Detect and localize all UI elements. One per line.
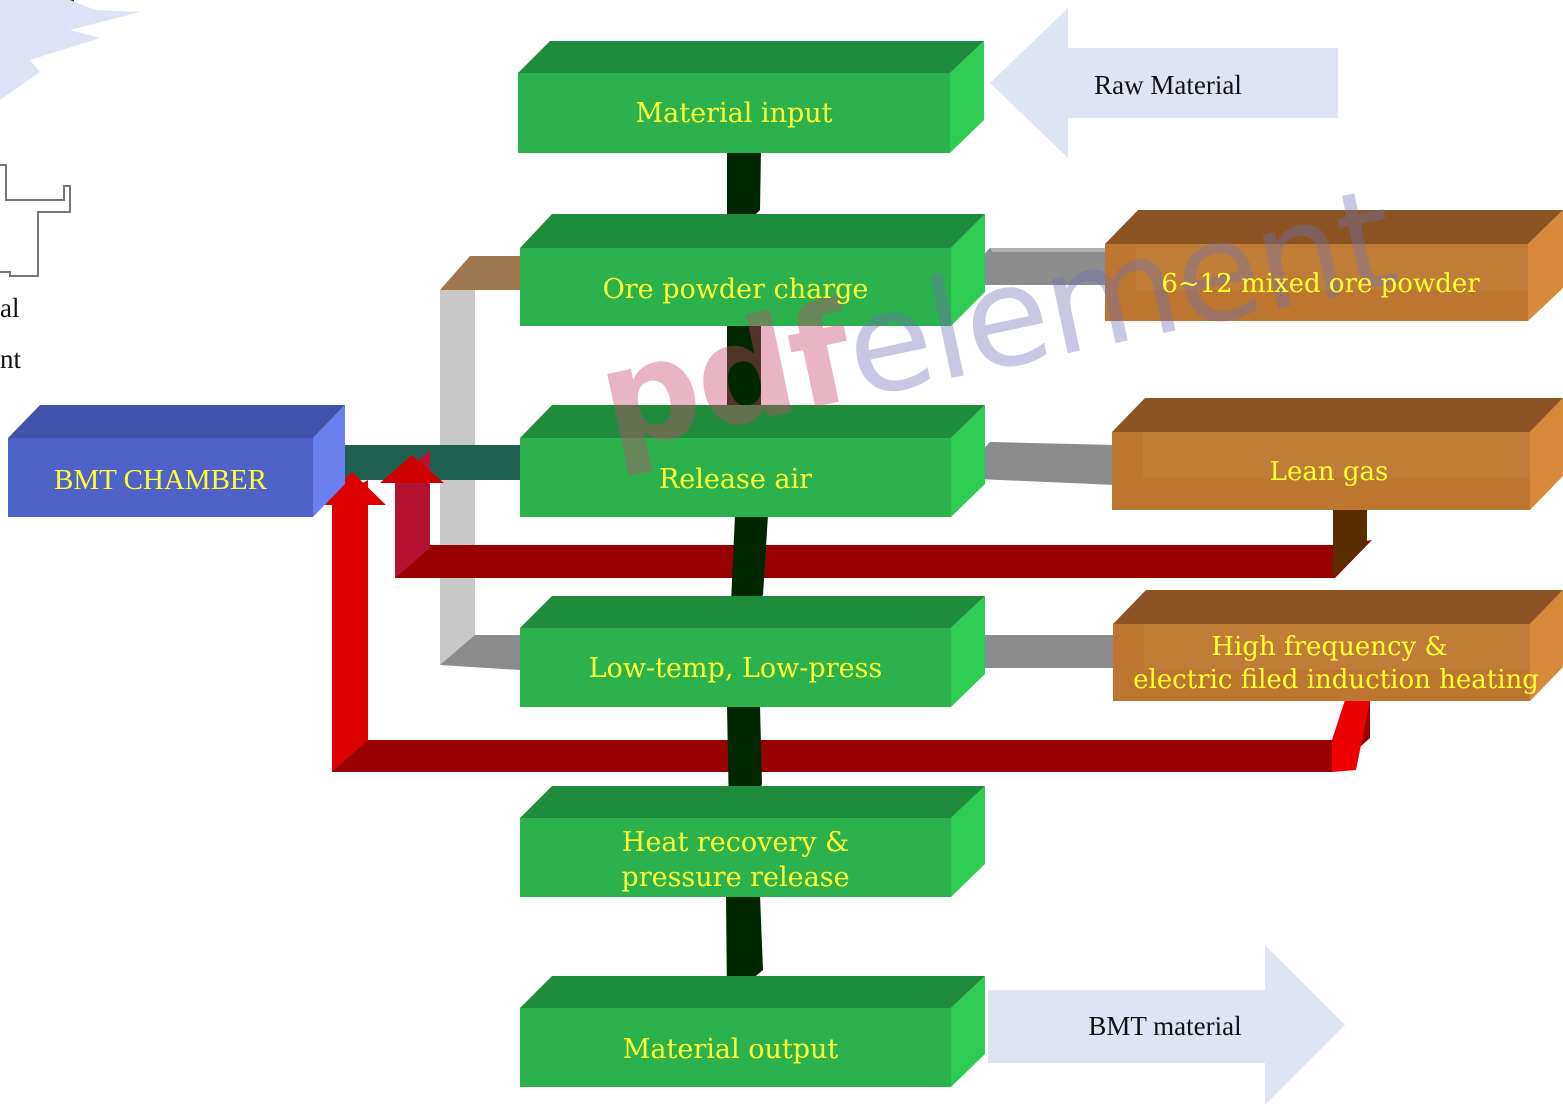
box-heat-recovery: [520, 786, 985, 897]
box-low-temp: [520, 596, 985, 707]
box-lean-gas: [1112, 398, 1563, 510]
box-hf-heating: [1113, 590, 1563, 701]
red-loop-lean-gas: [380, 450, 1372, 578]
box-material-input: [518, 41, 984, 153]
bmt-material-arrow: [988, 945, 1345, 1105]
raw-material-arrow: [990, 8, 1338, 158]
label-mixed-ore-powder: 6~12 mixed ore powder: [1161, 269, 1480, 299]
label-raw-material: Raw Material: [1094, 70, 1242, 100]
label-material-output: Material output: [622, 1034, 839, 1065]
box-release-air: [520, 405, 985, 517]
heating-feed-arrow: [955, 635, 1118, 668]
lean-gas-feed-arrow: [955, 442, 1115, 485]
label-heat-recovery-1: Heat recovery &: [621, 827, 850, 858]
label-heat-recovery-2: pressure release: [621, 862, 850, 893]
label-bmt-material: BMT material: [1088, 1011, 1242, 1041]
red-loop-heating: [318, 472, 1370, 772]
label-low-temp-low-press: Low-temp, Low-press: [588, 653, 883, 684]
label-bmt-chamber: BMT CHAMBER: [54, 464, 267, 496]
box-bmt-chamber: [8, 405, 345, 517]
box-material-output: [520, 976, 985, 1087]
label-release-air: Release air: [658, 464, 813, 495]
label-ore-powder-charge: Ore powder charge: [602, 274, 869, 305]
label-hf-heating-1: High frequency &: [1211, 632, 1448, 662]
label-hf-heating-2: electric filed induction heating: [1133, 665, 1539, 695]
corner-decoration: [0, 0, 140, 277]
box-mixed-ore-powder: [1105, 210, 1563, 321]
ore-feed-arrow: [955, 248, 1112, 285]
label-material-input: Material input: [635, 98, 833, 129]
edge-text-fragment-1: al: [0, 293, 20, 323]
box-ore-powder-charge: [520, 214, 985, 326]
label-lean-gas: Lean gas: [1269, 457, 1389, 487]
edge-text-fragment-2: nt: [0, 344, 22, 374]
